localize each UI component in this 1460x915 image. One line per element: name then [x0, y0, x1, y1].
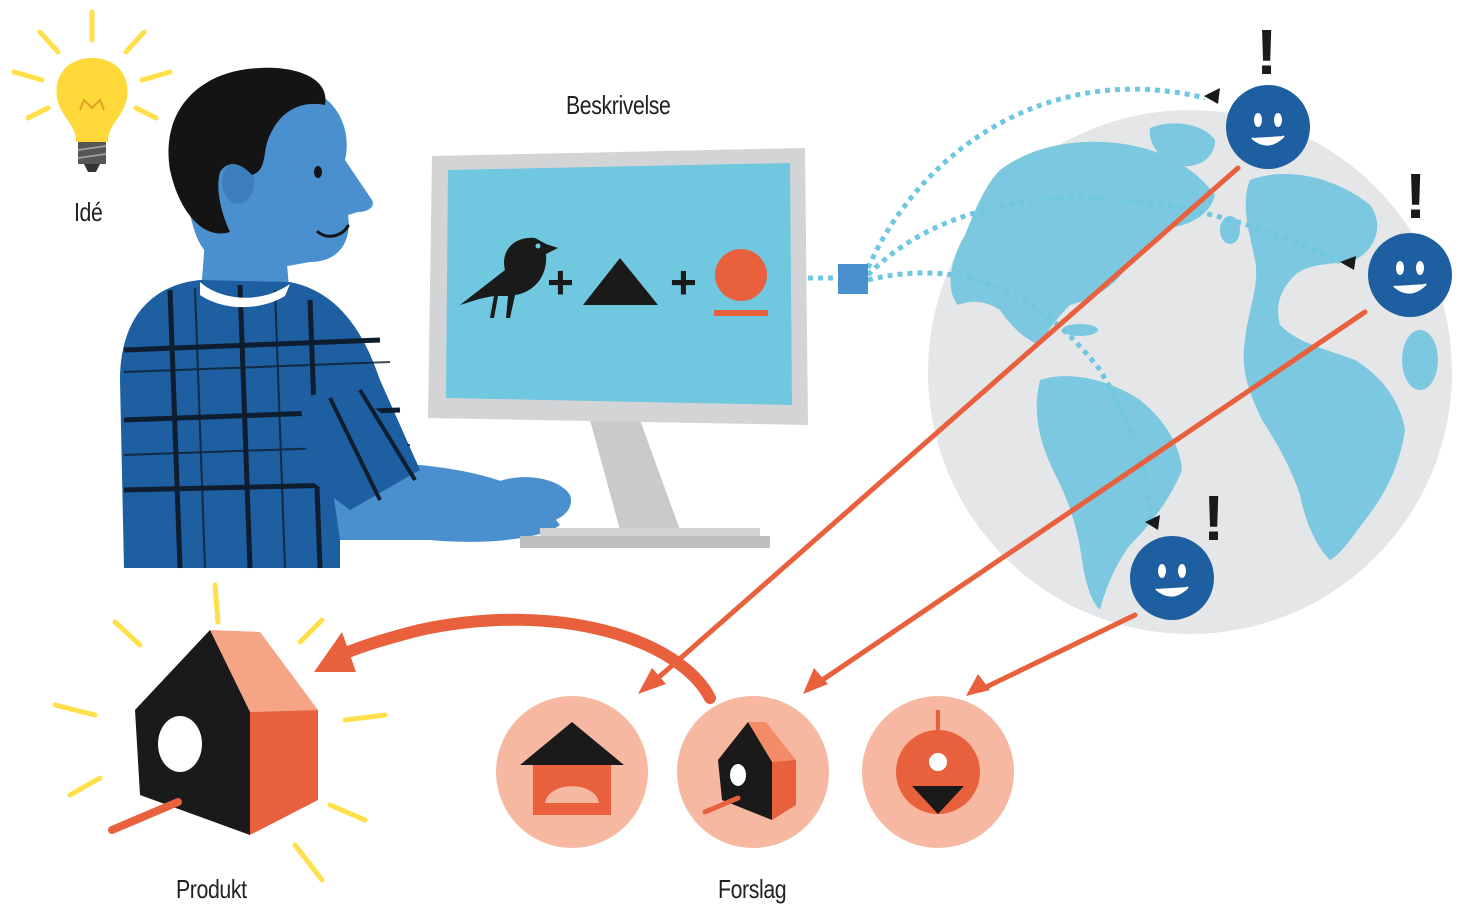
- suggestion-arrows: [647, 165, 1368, 693]
- selection-arrow: [324, 613, 716, 704]
- plus-symbol-1: +: [547, 256, 574, 308]
- network-node: [838, 264, 868, 294]
- selection-arrowhead: [314, 632, 356, 672]
- smiley-face-icon: [1368, 233, 1452, 317]
- person-illustration: [120, 67, 571, 569]
- circle-icon: [714, 249, 768, 316]
- birdhouse-icon: [52, 582, 388, 883]
- bird-icon: [460, 237, 558, 318]
- suggestions-label: Forslag: [718, 874, 787, 904]
- network-connections: [808, 86, 1342, 521]
- triangle-icon: [583, 258, 658, 305]
- suggestion-circle-icon: [862, 696, 1014, 848]
- plus-symbol-2: +: [670, 256, 697, 308]
- arrowheads-orange: [638, 668, 990, 696]
- product-label: Produkt: [176, 874, 247, 904]
- exclamation-mark-2: !: [1405, 160, 1426, 232]
- description-label: Beskrivelse: [566, 90, 671, 120]
- smiley-face-icon: [1226, 85, 1310, 169]
- lightbulb-icon: [11, 9, 173, 172]
- idea-label: Idé: [74, 197, 103, 227]
- exclamation-mark-1: !: [1256, 16, 1277, 88]
- smiley-face-icon: [1130, 536, 1214, 620]
- suggestion-circle-icon: [496, 696, 648, 848]
- arrowheads-dotted: [1145, 88, 1356, 530]
- suggestion-circle-icon: [677, 696, 829, 848]
- exclamation-mark-3: !: [1203, 482, 1224, 554]
